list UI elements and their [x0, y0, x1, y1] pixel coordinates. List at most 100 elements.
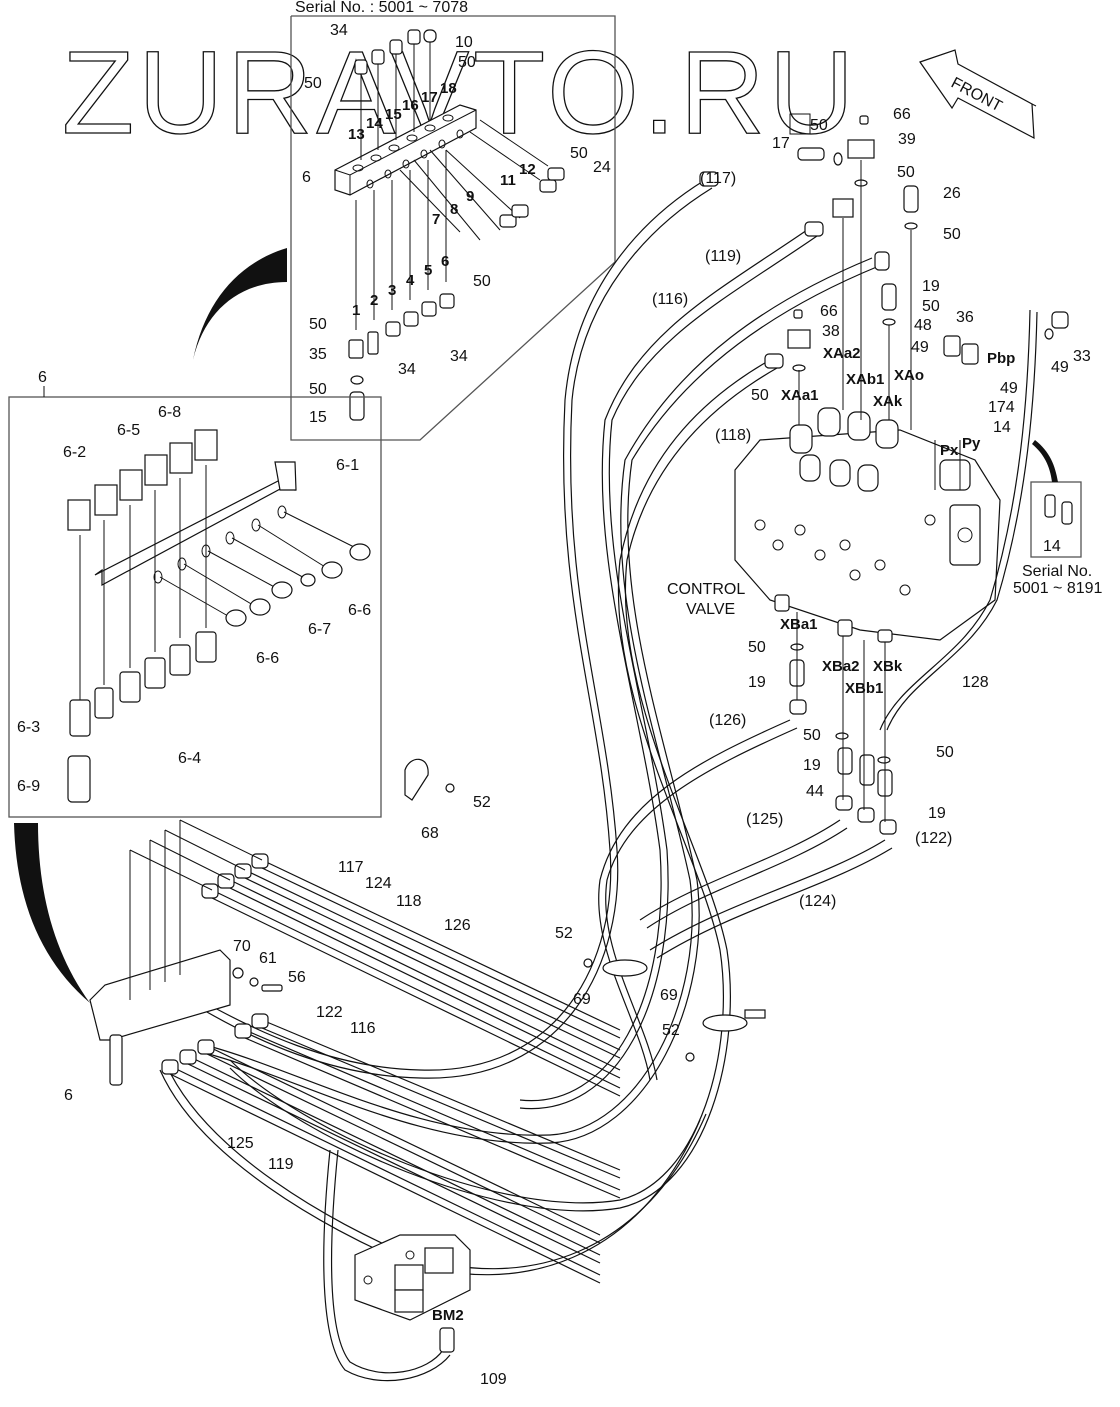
bm2-block [354, 1234, 471, 1321]
svg-text:12: 12 [519, 161, 536, 178]
svg-text:68: 68 [421, 825, 439, 842]
svg-text:50: 50 [304, 75, 322, 92]
svg-text:11: 11 [500, 172, 516, 189]
inset-manifold-title: 6 [38, 369, 47, 386]
control-valve-ports: XAa2 XAb1 XAo XAk XAa1 Pbp Px Py XBa1 XB… [432, 345, 1015, 1324]
svg-text:6-9: 6-9 [17, 778, 40, 795]
inset-top-serial: Serial No. : 5001 ~ 7078 [295, 0, 468, 16]
callout-arc-right [1032, 440, 1058, 482]
svg-text:34: 34 [398, 361, 416, 378]
svg-text:5: 5 [424, 262, 432, 279]
svg-text:15: 15 [385, 106, 402, 123]
svg-text:52: 52 [555, 925, 573, 942]
svg-text:50: 50 [897, 164, 915, 181]
svg-text:118: 118 [396, 893, 422, 910]
svg-text:70: 70 [233, 938, 251, 955]
svg-text:34: 34 [450, 348, 468, 365]
svg-text:1: 1 [352, 302, 360, 319]
svg-text:13: 13 [348, 126, 365, 143]
svg-text:125: 125 [227, 1135, 254, 1152]
svg-text:61: 61 [259, 950, 277, 967]
hose-straight-runs [167, 859, 621, 1284]
inset-fittings-part: 14 [1043, 538, 1061, 555]
svg-text:50: 50 [473, 273, 491, 290]
svg-text:50: 50 [936, 744, 954, 761]
svg-text:14: 14 [366, 115, 383, 132]
svg-text:24: 24 [593, 159, 611, 176]
svg-text:117: 117 [338, 859, 364, 876]
svg-text:6-5: 6-5 [117, 422, 140, 439]
svg-text:26: 26 [943, 185, 961, 202]
svg-text:6-3: 6-3 [17, 719, 40, 736]
control-valve [734, 407, 1001, 643]
svg-text:109: 109 [480, 1371, 507, 1388]
svg-text:126: 126 [444, 917, 471, 934]
svg-text:36: 36 [956, 309, 974, 326]
leader-lines-top [355, 42, 549, 330]
svg-text:2: 2 [370, 292, 378, 309]
svg-text:XAo: XAo [894, 367, 924, 384]
svg-text:8: 8 [450, 201, 458, 218]
inset-fittings-serial-1: Serial No. [1022, 563, 1092, 580]
svg-text:(124): (124) [799, 893, 836, 910]
svg-text:XAb1: XAb1 [846, 371, 884, 388]
svg-text:52: 52 [662, 1022, 680, 1039]
svg-text:9: 9 [466, 188, 474, 205]
svg-text:50: 50 [810, 117, 828, 134]
svg-text:XAk: XAk [873, 393, 903, 410]
svg-text:119: 119 [268, 1156, 294, 1173]
control-valve-label-1: CONTROL [667, 581, 745, 598]
svg-text:50: 50 [751, 387, 769, 404]
inset-top-labels: 34 10 50 50 17 18 16 15 14 13 6 12 50 24… [302, 22, 611, 426]
svg-text:69: 69 [573, 991, 591, 1008]
svg-text:XBa2: XBa2 [822, 658, 860, 675]
svg-text:50: 50 [309, 316, 327, 333]
svg-text:6: 6 [441, 253, 449, 270]
svg-text:(117): (117) [700, 170, 736, 187]
svg-text:6-1: 6-1 [336, 457, 359, 474]
svg-text:18: 18 [440, 80, 457, 97]
svg-text:50: 50 [922, 298, 940, 315]
svg-text:50: 50 [309, 381, 327, 398]
control-valve-label-2: VALVE [686, 601, 735, 618]
svg-text:4: 4 [406, 272, 415, 289]
hose-nuts [161, 171, 897, 1353]
svg-text:6: 6 [302, 169, 311, 186]
callout-arc-bottom [14, 823, 90, 1003]
svg-text:(125): (125) [746, 811, 783, 828]
svg-text:34: 34 [330, 22, 348, 39]
svg-text:38: 38 [822, 323, 840, 340]
svg-text:19: 19 [928, 805, 946, 822]
front-arrow-icon [919, 49, 1037, 140]
svg-text:6-8: 6-8 [158, 404, 181, 421]
inset-manifold-labels: 6-8 6-5 6-2 6-1 6-6 6-7 6-6 6-3 6-4 6-9 [17, 404, 371, 795]
svg-text:50: 50 [570, 145, 588, 162]
svg-text:17: 17 [772, 135, 790, 152]
svg-text:50: 50 [748, 639, 766, 656]
svg-text:Px: Px [940, 442, 959, 459]
right-side-leaders [796, 160, 961, 822]
svg-text:Pbp: Pbp [987, 350, 1015, 367]
callout-labels: 50 17 66 39 50 26 50 (117) (119) (116) (… [64, 106, 1091, 1388]
svg-text:122: 122 [316, 1004, 343, 1021]
svg-text:7: 7 [432, 211, 440, 228]
svg-text:49: 49 [1000, 380, 1018, 397]
svg-text:6-6: 6-6 [348, 602, 371, 619]
svg-text:10: 10 [455, 34, 473, 51]
svg-text:Py: Py [962, 435, 981, 452]
svg-text:66: 66 [820, 303, 838, 320]
inset-fittings-serial-2: 5001 ~ 8191 [1013, 580, 1103, 597]
svg-text:(126): (126) [709, 712, 746, 729]
svg-text:17: 17 [421, 89, 438, 106]
svg-text:50: 50 [943, 226, 961, 243]
right-side-fittings [787, 115, 1069, 797]
svg-text:(119): (119) [705, 248, 741, 265]
hose-clamps [404, 758, 766, 1062]
svg-text:49: 49 [911, 339, 929, 356]
svg-text:XAa1: XAa1 [781, 387, 819, 404]
svg-text:14: 14 [993, 419, 1011, 436]
lower-manifold [89, 819, 283, 1086]
svg-text:6-4: 6-4 [178, 750, 201, 767]
svg-text:69: 69 [660, 987, 678, 1004]
svg-text:6-6: 6-6 [256, 650, 279, 667]
